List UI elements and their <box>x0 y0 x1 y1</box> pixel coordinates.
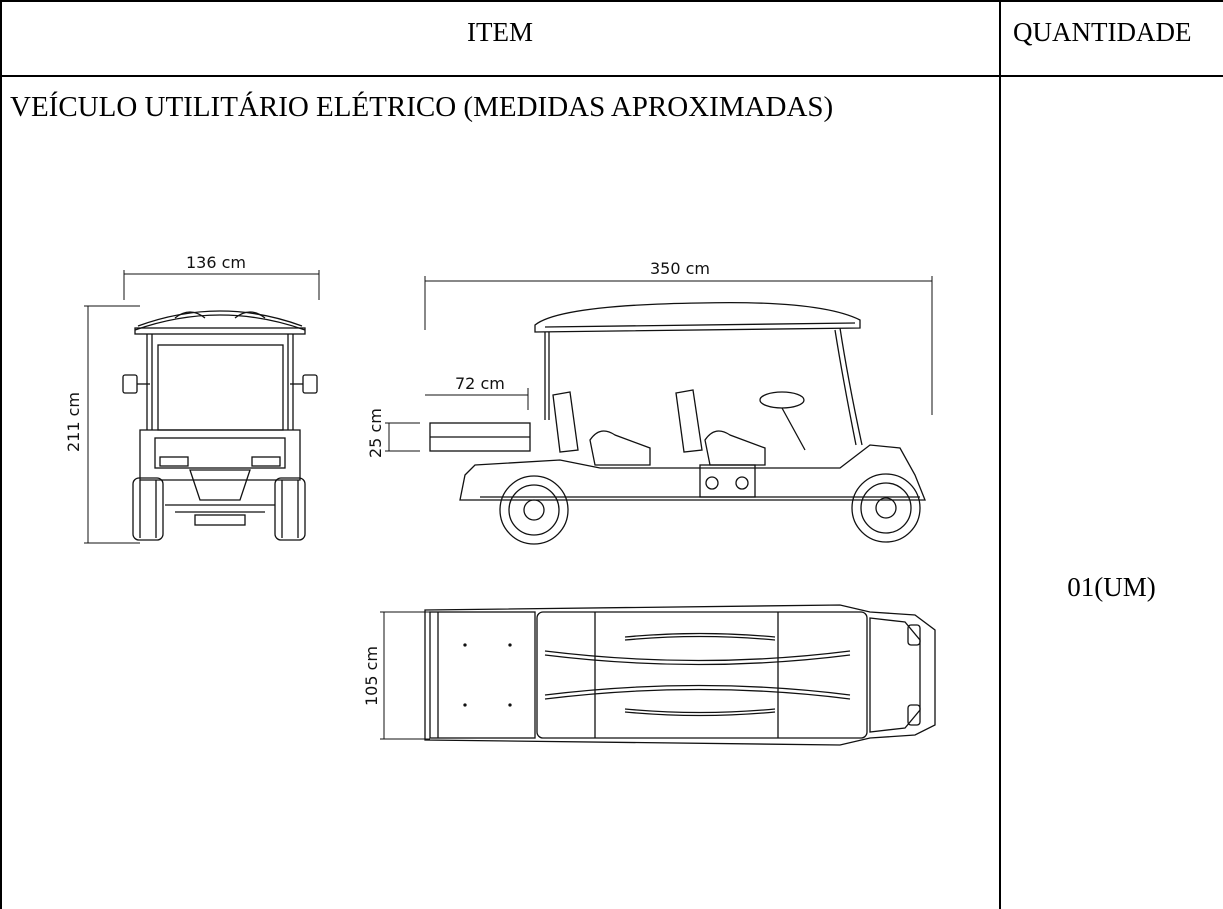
header-item: ITEM <box>467 17 533 47</box>
vehicle-dimension-drawing: 136 cm 211 cm <box>64 253 936 746</box>
dim-bed-length: 72 cm <box>455 374 505 393</box>
dim-bed-height: 25 cm <box>366 408 385 458</box>
front-view: 136 cm 211 cm <box>64 253 320 544</box>
table-column-divider <box>999 0 1001 909</box>
header-quantity: QUANTIDADE <box>1013 17 1192 47</box>
item-quantity: 01(UM) <box>1067 572 1156 602</box>
table-border-top <box>0 0 1223 2</box>
table-border-left <box>0 0 2 909</box>
dim-front-height: 211 cm <box>64 392 83 452</box>
side-view: 350 cm 72 cm 25 cm <box>366 259 933 545</box>
item-description: VEÍCULO UTILITÁRIO ELÉTRICO (MEDIDAS APR… <box>10 91 834 123</box>
top-view: 105 cm <box>362 604 936 746</box>
dim-top-width: 105 cm <box>362 646 381 706</box>
dim-side-length: 350 cm <box>650 259 710 278</box>
table-header-divider <box>0 75 1223 77</box>
dim-front-width: 136 cm <box>186 253 246 272</box>
